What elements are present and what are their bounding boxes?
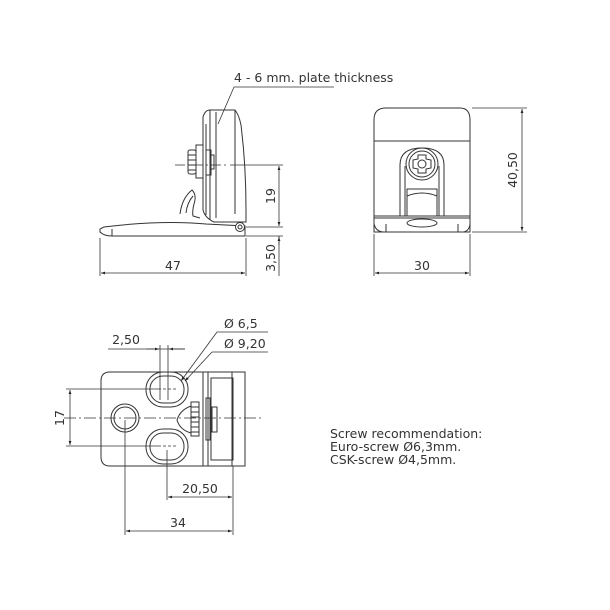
bottom-view — [64, 371, 262, 467]
dim-34: 34 — [170, 515, 186, 530]
dim-40-50: 40,50 — [505, 152, 520, 188]
dim-2-50: 2,50 — [112, 332, 140, 347]
screw-note-euro: Euro-screw Ø6,3mm. — [330, 439, 462, 454]
dim-20-50: 20,50 — [182, 481, 218, 496]
dim-17: 17 — [52, 410, 67, 426]
plate-thickness-label: 4 - 6 mm. plate thickness — [234, 70, 393, 85]
screw-note-title: Screw recommendation: — [330, 426, 483, 441]
dim-47: 47 — [165, 258, 181, 273]
screw-recommendation-note: Screw recommendation: Euro-screw Ø6,3mm.… — [330, 427, 482, 466]
dim-30: 30 — [414, 258, 430, 273]
screw-note-csk: CSK-screw Ø4,5mm. — [330, 452, 457, 467]
plate-thickness-callout — [217, 86, 334, 125]
front-view — [373, 107, 471, 233]
dim-3-50: 3,50 — [263, 244, 278, 272]
side-view — [99, 109, 247, 237]
dim-19: 19 — [263, 188, 278, 204]
dim-diameter-6-5: Ø 6,5 — [224, 316, 258, 331]
dim-diameter-9-20: Ø 9,20 — [224, 336, 266, 351]
